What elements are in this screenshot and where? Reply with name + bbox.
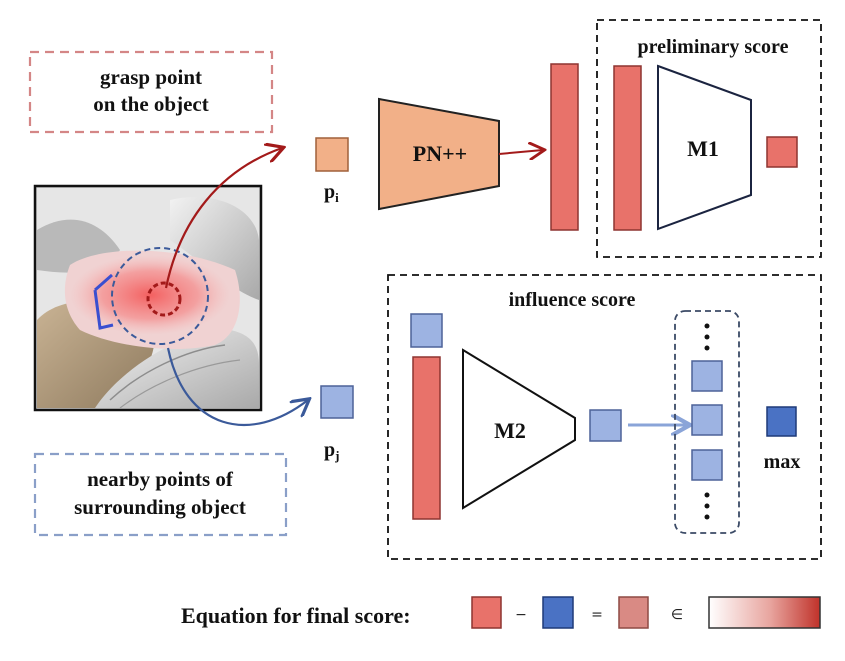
point-i-label: pi <box>324 181 339 205</box>
scene-image <box>33 184 263 412</box>
max-influence-output <box>766 406 797 437</box>
equation-preliminary-term <box>471 596 502 629</box>
nearby-points-label-box <box>33 452 288 537</box>
module-m2 <box>462 348 576 510</box>
grasp-point-label-box <box>28 50 274 134</box>
grasp-point-label-line2: on the object <box>93 92 208 116</box>
ellipsis-top-icon <box>704 323 710 351</box>
encoder-to-feature-arrow <box>498 150 543 154</box>
nearby-points-arrow <box>166 347 308 426</box>
influence-set-item <box>691 404 723 436</box>
equation-equals: = <box>591 607 603 623</box>
preliminary-score-output <box>766 136 798 168</box>
pointnet-encoder <box>378 97 500 211</box>
point-i-feature <box>315 137 349 172</box>
equation-minus: − <box>515 607 527 623</box>
nearby-points-label-line2: surrounding object <box>74 495 246 519</box>
influence-output <box>589 409 622 442</box>
grasp-point-label-line1: grasp point <box>100 65 202 89</box>
preliminary-score-label: preliminary score <box>638 36 789 58</box>
equation-final-score <box>618 596 649 629</box>
grasp-point-arrow <box>164 148 282 289</box>
score-range-gradient <box>708 596 821 629</box>
influence-score-set <box>674 310 740 534</box>
nearby-points-label-line1: nearby points of <box>87 467 234 491</box>
module-m1-label: M1 <box>687 136 719 161</box>
preliminary-score-box <box>596 19 822 258</box>
module-m1 <box>657 64 752 231</box>
pointnet-encoder-label: PN++ <box>413 141 467 166</box>
module-m2-label: M2 <box>494 418 526 443</box>
neighbor-feature-small <box>410 313 443 348</box>
preliminary-feature-bar <box>613 65 642 231</box>
influence-score-box <box>387 274 822 560</box>
equation-label: Equation for final score: <box>181 603 411 628</box>
ellipsis-bottom-icon <box>704 492 710 520</box>
encoded-feature-bar <box>550 63 579 231</box>
equation-element-of: ∈ <box>671 607 683 623</box>
influence-set-item <box>691 449 723 481</box>
grasp-feature-bar <box>412 356 441 520</box>
max-label: max <box>764 451 801 473</box>
influence-score-label: influence score <box>509 289 636 311</box>
point-j-label: pj <box>324 439 339 463</box>
influence-set-item <box>691 360 723 392</box>
point-j-feature <box>320 385 354 419</box>
equation-influence-term <box>542 596 574 629</box>
